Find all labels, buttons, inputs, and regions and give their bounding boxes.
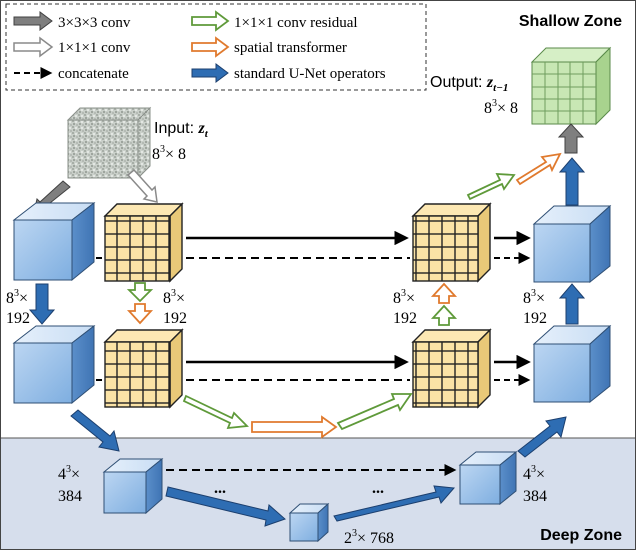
blue-cube-right-1 bbox=[532, 204, 612, 284]
dim-right-1-size: 83× bbox=[523, 288, 545, 307]
right-up-orange-arrow bbox=[430, 282, 458, 304]
skip-green-arrow-mid-right bbox=[336, 393, 413, 431]
legend-gray-arrow-icon bbox=[13, 11, 53, 31]
grid-cube-left-1 bbox=[103, 202, 184, 283]
dim-left-1-size: 83× bbox=[6, 288, 28, 307]
dim-right-2-channels: 192 bbox=[393, 310, 417, 327]
dim-left-2-size: 83× bbox=[163, 288, 185, 307]
right-up-green-arrow bbox=[430, 304, 458, 326]
down-blue-arrow-to-deep bbox=[70, 409, 120, 452]
left-down-green-arrow bbox=[126, 282, 154, 303]
output-size-label: 83× 8 bbox=[484, 98, 518, 117]
dim-bottleneck: 23× 768 bbox=[344, 528, 394, 547]
down-blue-arrow-to-bottleneck bbox=[165, 486, 286, 527]
ellipsis-left: ... bbox=[214, 480, 226, 497]
legend-conv111-label: 1×1×1 conv bbox=[58, 40, 131, 56]
input-noise-cube bbox=[66, 106, 152, 180]
up-blue-arrow-r2 bbox=[558, 283, 586, 325]
legend-orange-arrow-icon bbox=[191, 36, 230, 58]
down-blue-arrow-l1 bbox=[28, 283, 56, 325]
dim-deep-right-size: 43× bbox=[523, 464, 545, 483]
dim-left-1-channels: 192 bbox=[6, 310, 30, 327]
grid-cube-left-2 bbox=[103, 328, 184, 409]
up-blue-arrow-to-right bbox=[517, 416, 567, 458]
legend-green-arrow-icon bbox=[191, 10, 230, 32]
dim-deep-left-channels: 384 bbox=[58, 488, 82, 505]
dim-left-2-channels: 192 bbox=[163, 310, 187, 327]
input-size-label: 83× 8 bbox=[152, 144, 186, 163]
skip-green-arrow-mid-left bbox=[182, 394, 249, 430]
legend-unet-label: standard U-Net operators bbox=[234, 66, 386, 82]
output-gray-arrow bbox=[557, 123, 585, 154]
blue-cube-bottleneck bbox=[288, 502, 330, 543]
skip-orange-arrow-mid bbox=[251, 415, 338, 439]
legend-residual-label: 1×1×1 conv residual bbox=[234, 15, 358, 31]
up-blue-arrow-r1 bbox=[558, 157, 586, 206]
blue-cube-deep-left bbox=[102, 457, 164, 515]
output-label: Output: zt−1 bbox=[430, 74, 508, 94]
input-to-grid-hollow-arrow bbox=[126, 168, 158, 203]
input-label: Input: zt bbox=[154, 120, 209, 140]
blue-cube-right-2 bbox=[532, 324, 612, 404]
grid-cube-right-2 bbox=[411, 328, 492, 409]
up-blue-arrow-from-bottleneck bbox=[333, 485, 456, 522]
grid-cube-right-1 bbox=[411, 202, 492, 283]
legend-hollow-arrow-icon bbox=[13, 36, 54, 58]
legend-blue-arrow-icon bbox=[191, 63, 229, 83]
legend: 3×3×3 conv 1×1×1 conv concatenate 1×1×1 … bbox=[5, 3, 427, 91]
output-cube bbox=[530, 46, 612, 126]
blue-cube-deep-right bbox=[458, 450, 518, 506]
left-down-orange-arrow bbox=[126, 303, 154, 325]
dim-right-2-size: 83× bbox=[393, 288, 415, 307]
legend-conv333-label: 3×3×3 conv bbox=[58, 15, 131, 31]
dim-right-1-channels: 192 bbox=[523, 310, 547, 327]
shallow-zone-label: Shallow Zone bbox=[519, 13, 622, 30]
blue-cube-left-2 bbox=[12, 324, 96, 405]
dim-deep-right-channels: 384 bbox=[523, 488, 547, 505]
skip-orange-arrow-top bbox=[515, 152, 562, 186]
dim-deep-left-size: 43× bbox=[58, 464, 80, 483]
legend-concat-label: concatenate bbox=[58, 66, 129, 82]
blue-cube-left-1 bbox=[12, 201, 96, 282]
legend-spatial-label: spatial transformer bbox=[234, 40, 347, 56]
deep-zone-label: Deep Zone bbox=[540, 527, 622, 544]
skip-green-arrow-top bbox=[466, 173, 516, 201]
ellipsis-right: ... bbox=[372, 480, 384, 497]
